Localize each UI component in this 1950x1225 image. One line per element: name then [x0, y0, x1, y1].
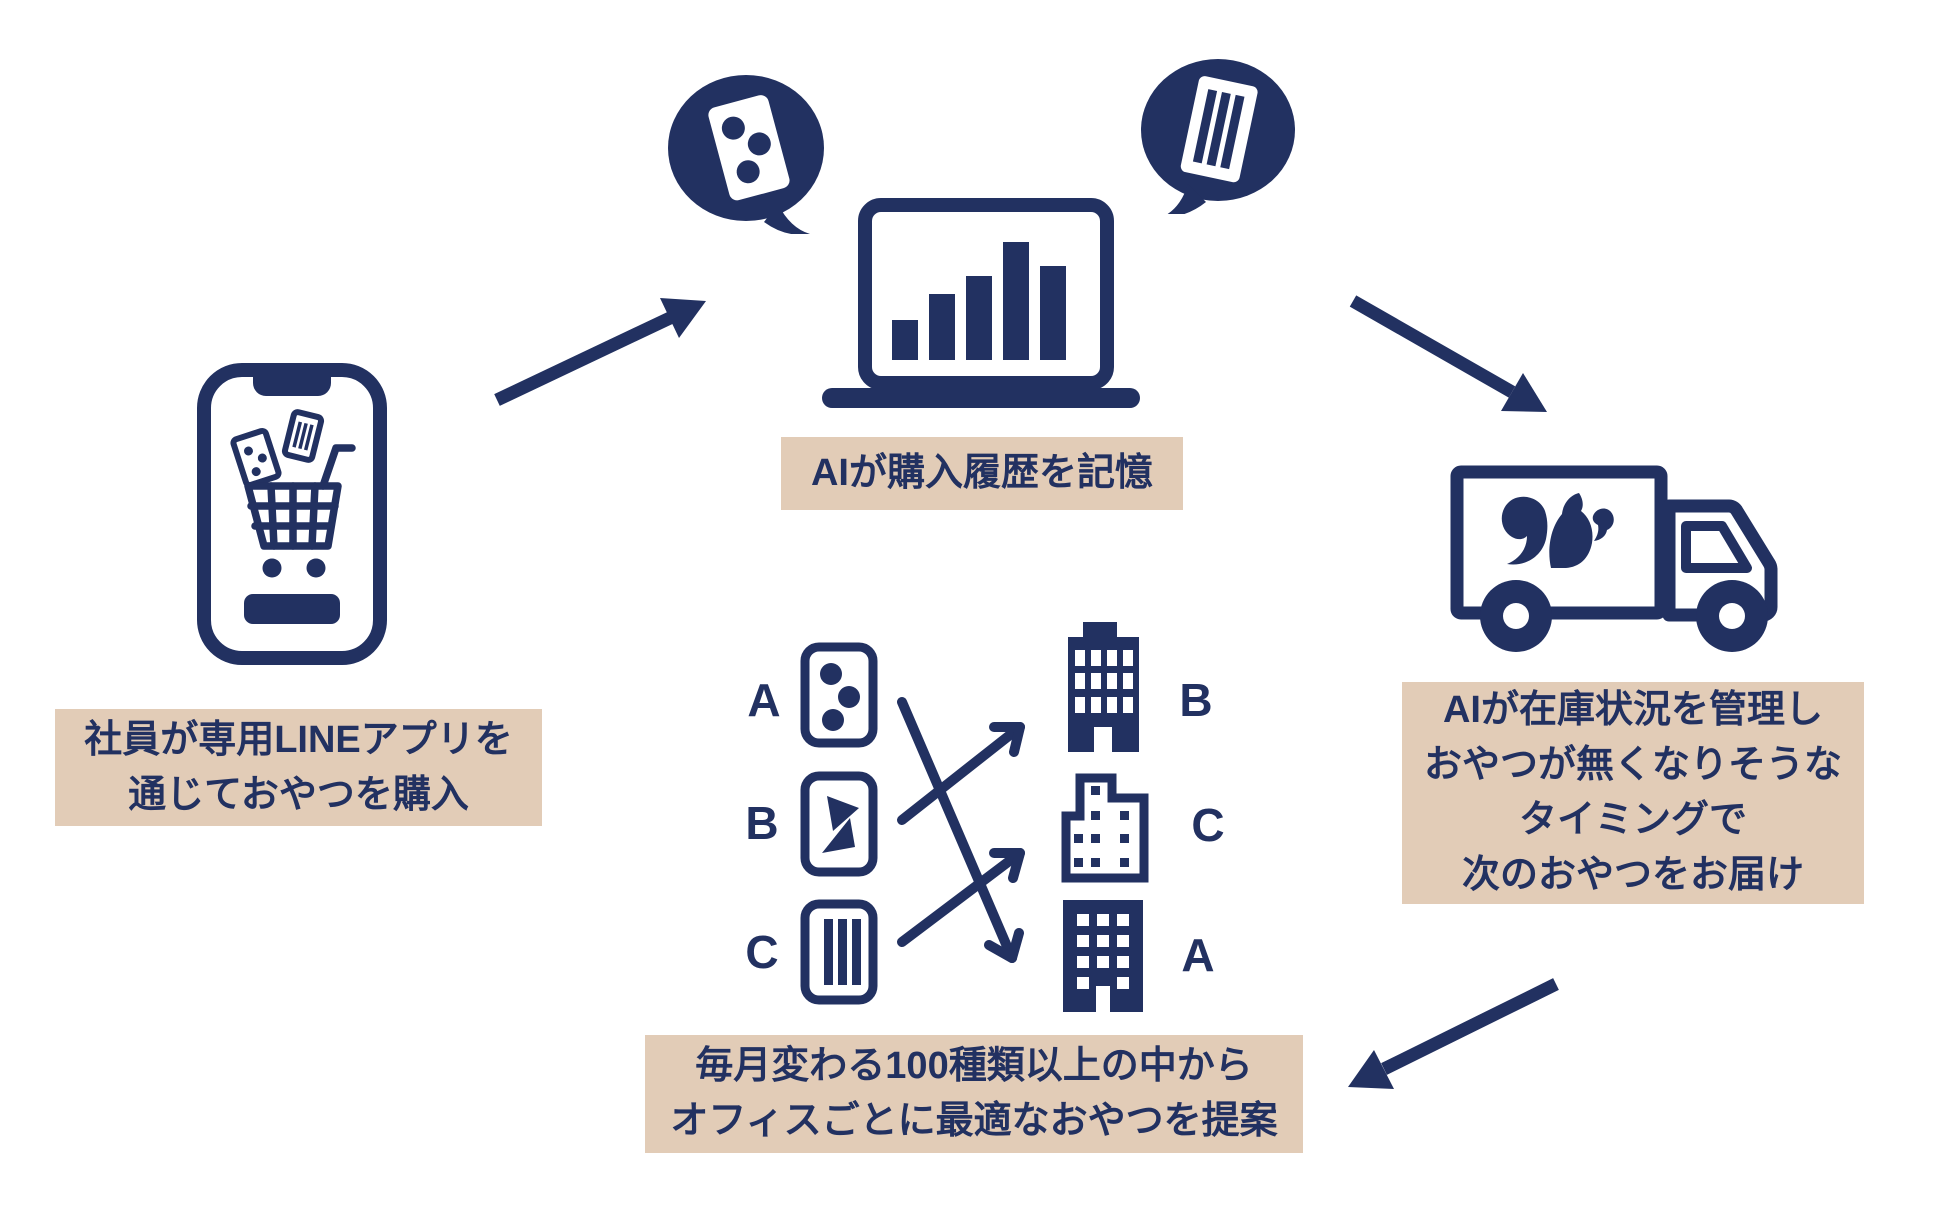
delivery-truck-icon — [1450, 465, 1778, 652]
office-building-b-icon — [1068, 622, 1139, 752]
caption-delivery-line2: おやつが無くなりそうな — [1423, 744, 1842, 786]
snack-label-b: B — [745, 797, 779, 849]
office-label-a: A — [1181, 929, 1215, 981]
caption-delivery-line3: タイミングで — [1518, 799, 1747, 841]
snack-label-a: A — [747, 674, 781, 726]
matching-arrows — [897, 697, 1025, 963]
smartphone-cart-icon — [197, 363, 387, 665]
caption-proposal-line2: オフィスごとに最適なおやつを提案 — [670, 1100, 1278, 1142]
snack-package-stripes-icon — [800, 899, 878, 1005]
caption-history-line1: AIが購入履歴を記憶 — [810, 452, 1153, 494]
caption-history: AIが購入履歴を記憶 — [781, 437, 1183, 510]
caption-delivery: AIが在庫状況を管理し おやつが無くなりそうな タイミングで 次のおやつをお届け — [1402, 682, 1864, 904]
office-building-a-icon — [1063, 900, 1143, 1012]
snack-stripes-bubble-icon — [1141, 59, 1295, 214]
arrow-truck-to-proposal — [1348, 978, 1559, 1089]
caption-delivery-line4: 次のおやつをお届け — [1461, 854, 1804, 896]
arrow-snack-b-to-office-b — [897, 722, 1025, 825]
bar-chart-bars — [892, 242, 1066, 360]
arrow-snack-a-to-office-a — [897, 697, 1024, 963]
office-label-c: C — [1191, 799, 1225, 851]
snack-package-triangles-icon — [800, 771, 878, 877]
laptop-chart-icon — [822, 198, 1140, 408]
arrow-laptop-to-truck — [1349, 295, 1547, 412]
arrow-phone-to-laptop — [494, 298, 706, 406]
snack-package-dots-icon — [800, 642, 878, 748]
office-label-b: B — [1179, 674, 1213, 726]
office-building-c-icon — [1061, 773, 1149, 883]
caption-purchase-line1: 社員が専用LINEアプリを — [84, 718, 513, 761]
caption-purchase: 社員が専用LINEアプリを 通じておやつを購入 — [55, 709, 542, 826]
caption-delivery-line1: AIが在庫状況を管理し — [1442, 689, 1823, 731]
caption-proposal-line1: 毎月変わる100種類以上の中から — [695, 1045, 1253, 1087]
caption-proposal: 毎月変わる100種類以上の中から オフィスごとに最適なおやつを提案 — [645, 1035, 1303, 1153]
squirrel-logo — [1501, 493, 1614, 568]
snack-dots-bubble-icon — [668, 75, 824, 234]
caption-purchase-line2: 通じておやつを購入 — [128, 773, 469, 816]
snack-label-c: C — [745, 926, 779, 978]
arrow-snack-c-to-office-c — [897, 848, 1025, 947]
